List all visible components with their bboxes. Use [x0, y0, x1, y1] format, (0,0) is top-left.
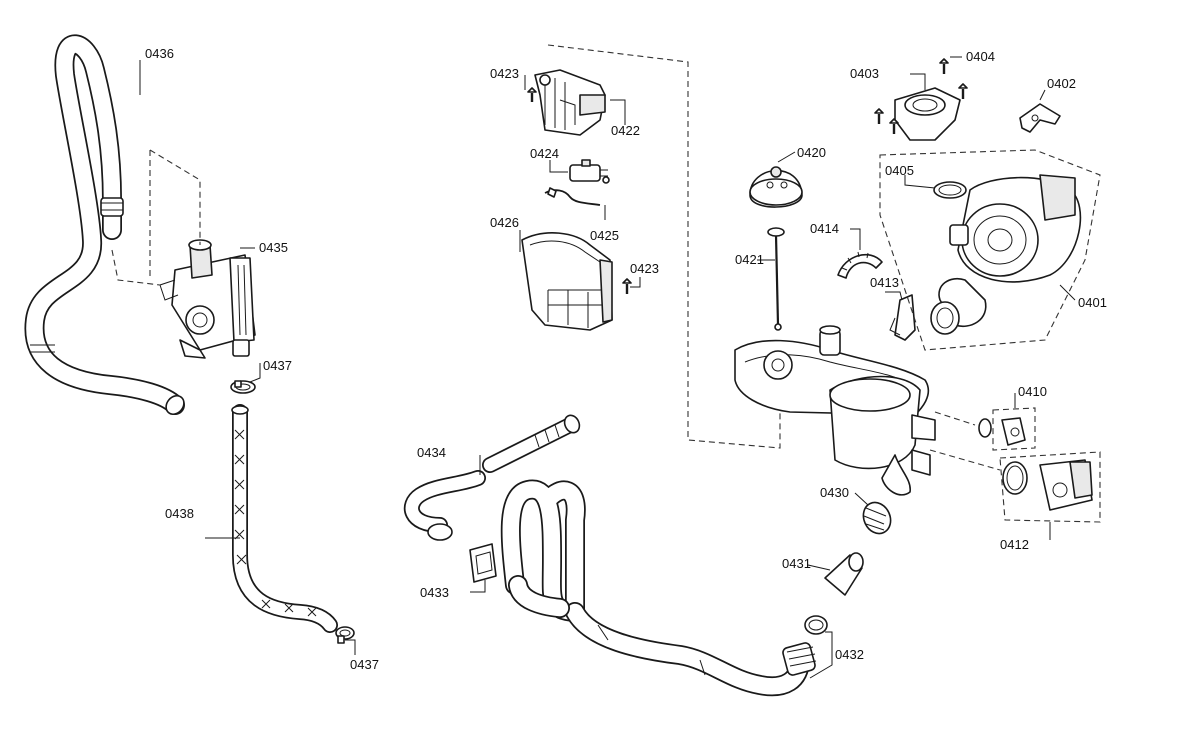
part-0420-lid[interactable]	[749, 166, 803, 208]
part-0426-basket[interactable]	[521, 232, 613, 331]
label-0421: 0421	[735, 252, 764, 267]
label-0413: 0413	[870, 275, 899, 290]
label-0436: 0436	[145, 46, 174, 61]
label-0420: 0420	[797, 145, 826, 160]
assembly-guide-sump	[547, 44, 781, 449]
part-0434-hose-segments[interactable]	[403, 413, 582, 541]
part-0430-filter[interactable]	[858, 498, 895, 538]
label-0423-lower: 0423	[630, 261, 659, 276]
part-bottom-hose	[500, 479, 817, 697]
part-0437-clamp-lower[interactable]	[335, 626, 355, 644]
label-0424: 0424	[530, 146, 559, 161]
part-0410-sensor[interactable]	[978, 407, 1036, 451]
label-0402: 0402	[1047, 76, 1076, 91]
part-0425-clip[interactable]	[544, 187, 601, 206]
part-0404-screws[interactable]	[874, 58, 968, 134]
label-0437-upper: 0437	[263, 358, 292, 373]
part-0401-pump[interactable]	[879, 149, 1101, 351]
part-0433-clip[interactable]	[469, 543, 497, 583]
part-sump-assembly	[734, 325, 936, 496]
label-0403: 0403	[850, 66, 879, 81]
part-0412-drain-pump[interactable]	[999, 451, 1101, 523]
label-0425: 0425	[590, 228, 619, 243]
part-0413-valve[interactable]	[889, 294, 916, 341]
part-labels: 0436 0435 0437 0438 0437 0423 0422 0424 …	[145, 46, 1107, 672]
part-0438-hose[interactable]	[231, 404, 338, 633]
label-0432: 0432	[835, 647, 864, 662]
label-0423-upper: 0423	[490, 66, 519, 81]
part-0422-bracket[interactable]	[534, 69, 606, 136]
leader-lines	[139, 56, 1076, 679]
part-0405-ring[interactable]	[933, 181, 967, 199]
part-0437-clamp-upper[interactable]	[230, 380, 256, 394]
label-0431: 0431	[782, 556, 811, 571]
part-0432-ring[interactable]	[804, 615, 828, 635]
assembly-guide-0435	[111, 149, 201, 286]
part-0435-valve[interactable]	[159, 239, 256, 359]
part-0423-screw-lower[interactable]	[622, 278, 632, 294]
assembly-guide-right	[929, 411, 1001, 471]
label-0404: 0404	[966, 49, 995, 64]
part-0402-bracket[interactable]	[1019, 103, 1061, 133]
label-0410: 0410	[1018, 384, 1047, 399]
label-0438: 0438	[165, 506, 194, 521]
label-0433: 0433	[420, 585, 449, 600]
part-0424-switch[interactable]	[569, 159, 610, 184]
label-0426: 0426	[490, 215, 519, 230]
label-0414: 0414	[810, 221, 839, 236]
label-0435: 0435	[259, 240, 288, 255]
label-0434: 0434	[417, 445, 446, 460]
label-0422: 0422	[611, 123, 640, 138]
part-0403-inlet[interactable]	[894, 87, 961, 141]
label-0401: 0401	[1078, 295, 1107, 310]
label-0437-lower: 0437	[350, 657, 379, 672]
label-0430: 0430	[820, 485, 849, 500]
part-0436-drain-hose[interactable]	[24, 34, 188, 417]
label-0405: 0405	[885, 163, 914, 178]
part-0421-rod[interactable]	[767, 227, 785, 331]
part-0423-screw-upper[interactable]	[527, 87, 537, 102]
label-0412: 0412	[1000, 537, 1029, 552]
part-0431-clamp[interactable]	[824, 552, 864, 596]
part-0414-clip[interactable]	[837, 251, 883, 279]
